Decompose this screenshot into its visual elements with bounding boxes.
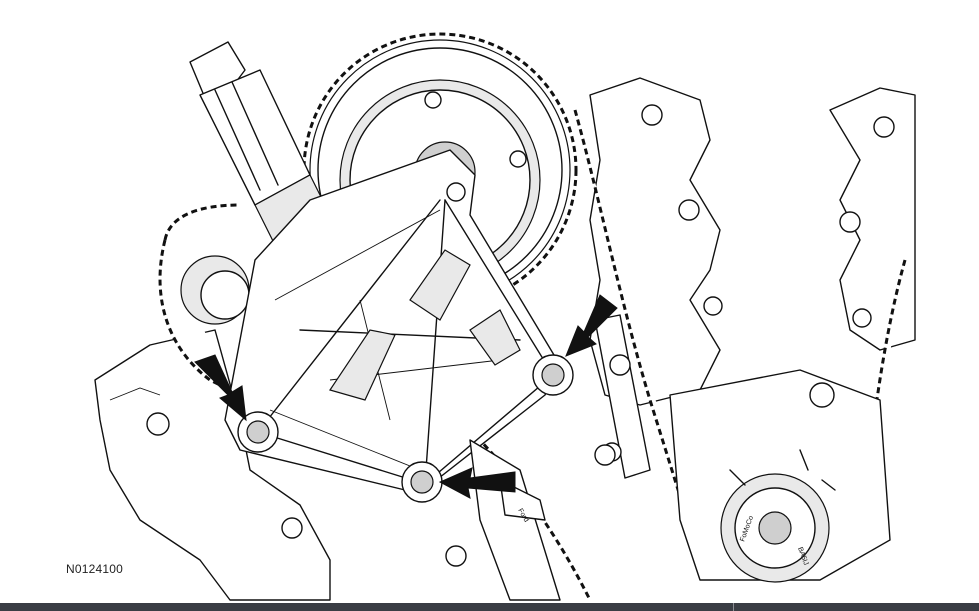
figure-id-label: N0124100 [66, 562, 123, 576]
crank-gear-assembly: FoMoCo BA5IJ [669, 369, 891, 583]
callout-arrow-left [194, 354, 247, 422]
lower-tensioner: Ford [469, 439, 616, 601]
callout-arrow-bottom [438, 467, 516, 499]
bolt-left [237, 411, 279, 453]
bolt-bottom [401, 461, 443, 503]
callout-arrow-right [565, 294, 618, 357]
bolt-top [446, 182, 466, 202]
cylinder-head-right [589, 77, 916, 406]
engine-block-left [94, 329, 467, 601]
vct-solenoid [189, 41, 331, 246]
footer-divider [733, 603, 734, 611]
left-idler [180, 255, 250, 325]
footer-bar [0, 603, 979, 611]
bolt-right [532, 354, 574, 396]
timing-cover-bracket [224, 149, 561, 491]
